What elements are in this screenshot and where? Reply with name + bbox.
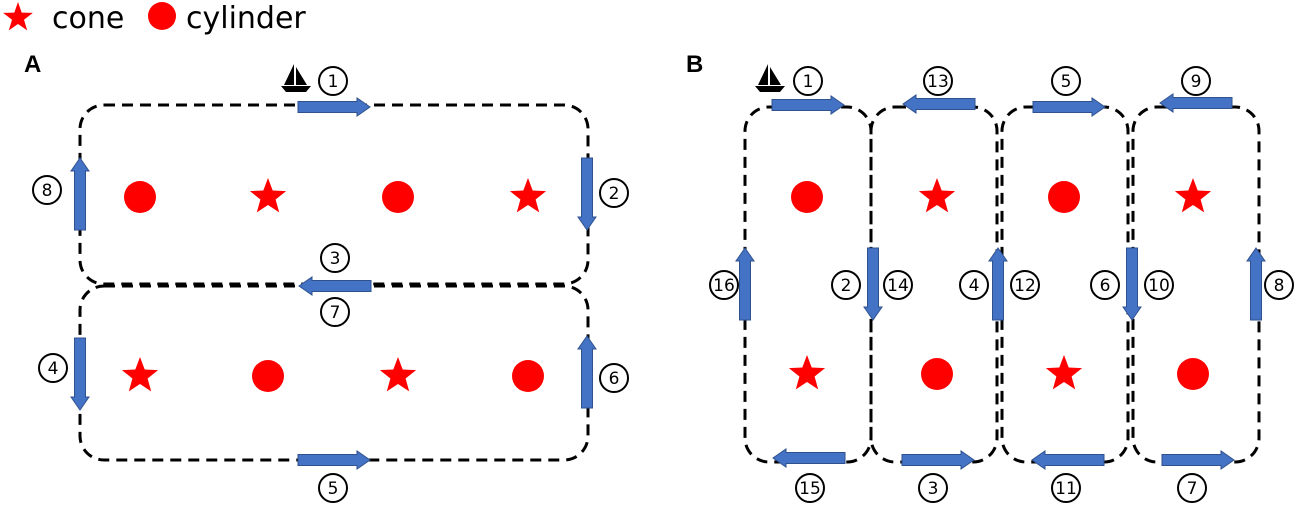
panel-b-step-3: 3 [918,473,948,503]
panel-b-step-6: 6 [1090,270,1120,300]
panel-b-cylinder-marker [1048,181,1080,213]
panel-b-cylinder-marker [791,181,823,213]
panel-b-arrow-3 [901,450,975,470]
panel-b-label: B [686,51,703,78]
svg-text:11: 11 [1055,479,1077,499]
panel-b-step-7: 7 [1177,473,1207,503]
svg-text:5: 5 [1061,72,1072,92]
panel-b-arrow-16 [735,247,755,321]
panel-b-arrow-8 [1246,247,1266,321]
panel-b-cone-marker [918,178,956,213]
legend-cylinder-circle-icon [148,2,176,30]
svg-text:4: 4 [969,276,980,296]
panel-b-step-8: 8 [1264,270,1294,300]
panel-a-arrow-1 [297,97,371,117]
svg-text:1: 1 [328,72,339,92]
panel-b-step-14: 14 [883,270,913,300]
svg-text:10: 10 [1148,276,1170,296]
legend: cone cylinder [3,1,306,36]
svg-text:9: 9 [1191,72,1202,92]
panel-b-cone-marker [1045,355,1083,390]
panel-a-arrow-5 [297,450,371,470]
panel-b-step-16: 16 [709,270,739,300]
panel-a-arrow-4 [70,337,90,411]
legend-cone-star-icon [3,2,33,31]
svg-text:13: 13 [927,72,949,92]
panel-b-step-5: 5 [1051,66,1081,96]
panel-b-cylinder-marker [1177,358,1209,390]
svg-text:2: 2 [609,184,620,204]
panel-a-boat-sailboat-icon [281,64,311,92]
markers [121,178,1212,392]
panel-a-cylinder-marker [512,360,544,392]
panel-a-cylinder-marker [124,181,156,213]
panel-a-step-1: 1 [318,66,348,96]
panel-b-step-1: 1 [793,66,823,96]
panel-b-arrow-15 [772,448,846,468]
panel-a-cone-marker [249,178,287,213]
panel-a-cone-marker [121,357,159,392]
panel-b-step-12: 12 [1010,270,1040,300]
svg-text:8: 8 [1274,276,1285,296]
panel-a-step-5: 5 [318,473,348,503]
svg-text:3: 3 [330,249,341,269]
panel-b-step-13: 13 [923,66,953,96]
panel-a-cylinder-marker [382,181,414,213]
panel-b-arrow-1 [771,95,845,115]
panel-b-arrow-13 [902,94,976,114]
legend-cone-label: cone [52,1,124,36]
panel-b-arrow-6-10 [1122,247,1142,321]
panel-a-arrow-2 [577,157,597,231]
panel-a-arrow-6 [577,335,597,409]
panel-a-step-6: 6 [599,363,629,393]
panel-a-cone-marker [509,178,547,213]
panel-b-arrow-11 [1031,450,1105,470]
panel-b-cone-marker [1174,178,1212,213]
panel-a-step-8: 8 [32,175,62,205]
svg-text:3: 3 [928,479,939,499]
svg-text:4: 4 [48,359,59,379]
legend-cylinder-label: cylinder [186,1,306,36]
panel-b-cylinder-marker [921,358,953,390]
svg-text:1: 1 [803,72,814,92]
route-arrows [70,93,1266,470]
panel-b-arrow-2-14 [863,247,883,321]
svg-text:12: 12 [1014,276,1036,296]
panel-b-step-15: 15 [795,473,825,503]
panel-a-label: A [24,51,41,78]
svg-text:16: 16 [713,276,735,296]
panel-b-boat-sailboat-icon [755,64,785,92]
panel-b-step-4: 4 [959,270,989,300]
panel-a-step-4: 4 [38,353,68,383]
panel-b-step-10: 10 [1144,270,1174,300]
panel-a-cone-marker [379,357,417,392]
svg-text:6: 6 [609,369,620,389]
panel-b-step-11: 11 [1051,473,1081,503]
panel-a-step-2: 2 [599,178,629,208]
panel-a-step-3: 3 [320,243,350,273]
panel-b-arrow-4-12 [988,247,1008,321]
svg-text:5: 5 [328,479,339,499]
panel-b-arrow-7 [1161,450,1235,470]
svg-text:2: 2 [841,276,852,296]
panel-a-arrow-3-7 [298,276,372,296]
svg-text:15: 15 [799,479,821,499]
panel-b-step-9: 9 [1181,66,1211,96]
svg-text:8: 8 [42,181,53,201]
panel-a-arrow-8 [70,157,90,231]
panel-b-step-2: 2 [831,270,861,300]
panel-a-cylinder-marker [252,360,284,392]
svg-text:6: 6 [1100,276,1111,296]
svg-text:14: 14 [887,276,909,296]
panel-b-arrow-9 [1159,93,1233,113]
svg-text:7: 7 [330,303,341,323]
panel-b-cone-marker [788,355,826,390]
panel-b-arrow-5 [1032,97,1106,117]
svg-text:7: 7 [1187,479,1198,499]
panel-a-step-7: 7 [320,297,350,327]
